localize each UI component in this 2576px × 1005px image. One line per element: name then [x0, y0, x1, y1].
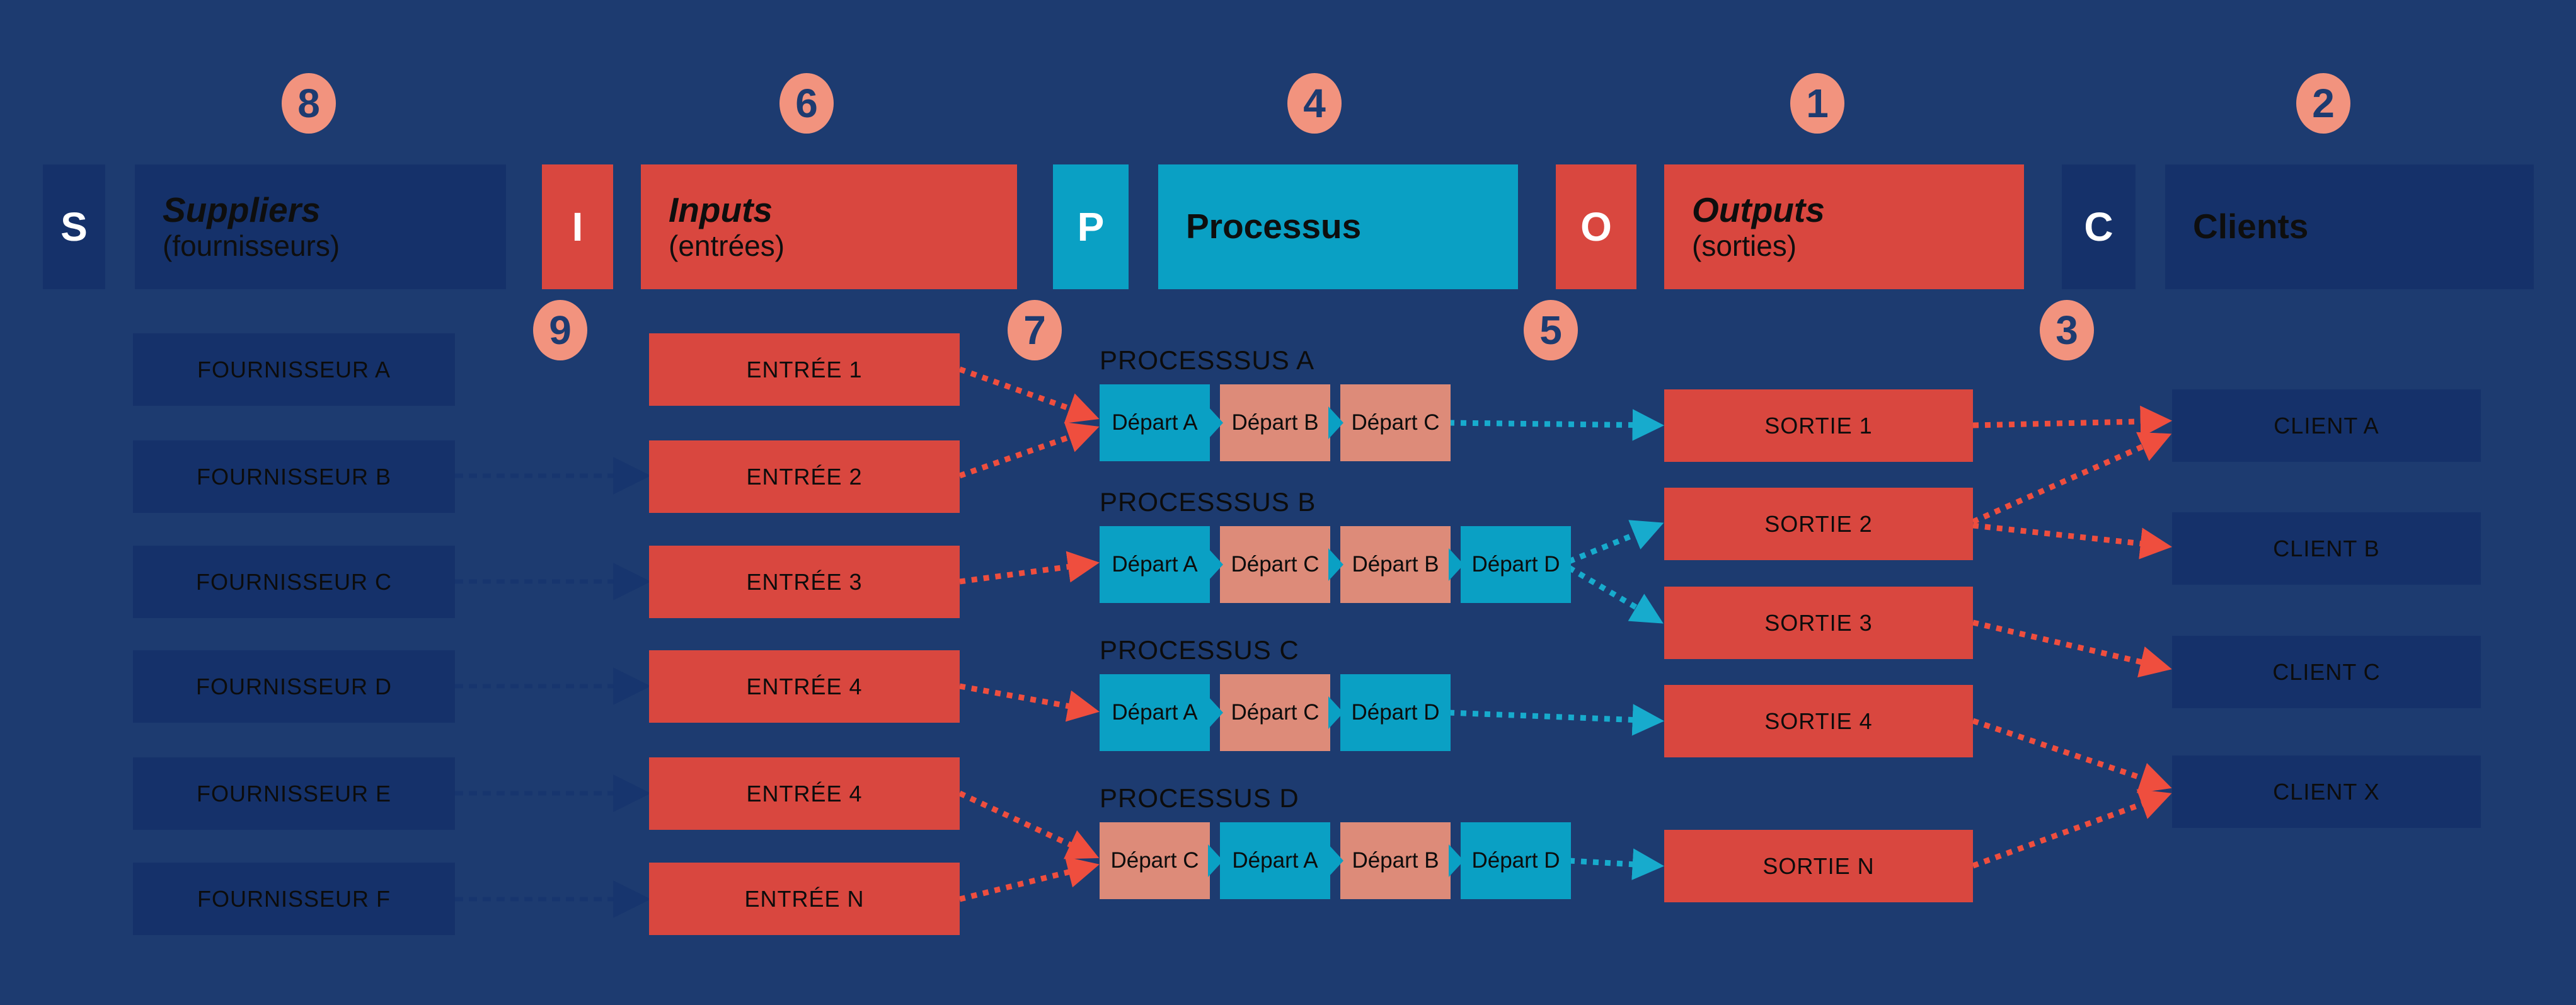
chevron-right-icon	[1208, 844, 1223, 877]
flow-arrow-sortie-2-to-client-a	[1972, 432, 2172, 525]
supplier-item: FOURNISSEUR E	[133, 757, 455, 830]
process-step: Départ B	[1340, 526, 1451, 603]
header-subtitle-inputs: (entrées)	[669, 229, 785, 263]
output-item: SORTIE 1	[1664, 389, 1973, 462]
process-step: Départ A	[1100, 674, 1210, 751]
flow-arrow-sortie-2-to-client-b	[1972, 522, 2173, 560]
entry-item: ENTRÉE 1	[649, 333, 960, 406]
step-circle-9: 9	[533, 300, 587, 360]
flow-arrow-sortie-1-to-client-a	[1972, 405, 2173, 438]
process-step: Départ B	[1220, 384, 1330, 461]
entry-item: ENTRÉE 4	[649, 757, 960, 830]
process-step: Départ D	[1340, 674, 1451, 751]
chevron-right-icon	[1208, 548, 1223, 581]
entry-item: ENTRÉE 2	[649, 440, 960, 513]
flow-arrow-sortie-3-to-client-c	[1972, 619, 2172, 678]
process-step: Départ C	[1340, 384, 1451, 461]
header-title-inputs: Inputs	[669, 190, 773, 230]
header-letter-i: I	[542, 164, 613, 289]
output-item: SORTIE 2	[1664, 488, 1973, 560]
client-item: CLIENT A	[2172, 389, 2481, 462]
step-circle-6: 6	[779, 73, 834, 134]
chevron-right-icon	[1208, 406, 1223, 439]
process-step: Départ A	[1100, 526, 1210, 603]
client-item: CLIENT B	[2172, 512, 2481, 585]
process-step: Départ D	[1461, 526, 1571, 603]
flow-arrow-entree-3-to-processus-b	[959, 551, 1100, 585]
header-column-clients: Clients	[2165, 164, 2534, 289]
chevron-right-icon	[1449, 548, 1464, 581]
chevron-right-icon	[1328, 696, 1343, 729]
entry-item: ENTRÉE 3	[649, 546, 960, 618]
header-column-outputs: Outputs(sorties)	[1664, 164, 2024, 289]
chevron-right-icon	[1449, 844, 1464, 877]
flow-arrow-processus-d-to-sortie-n	[1568, 848, 1665, 880]
header-column-processus: Processus	[1158, 164, 1518, 289]
process-step: Départ C	[1100, 822, 1210, 899]
flow-arrow-processus-b-to-sortie-2	[1568, 520, 1664, 565]
header-subtitle-suppliers: (fournisseurs)	[163, 229, 340, 263]
flow-arrow-entree-1-to-processus-a	[958, 366, 1100, 423]
supplier-item: FOURNISSEUR B	[133, 440, 455, 513]
output-item: SORTIE 4	[1664, 685, 1973, 757]
step-circle-2: 2	[2296, 73, 2350, 134]
client-item: CLIENT C	[2172, 636, 2481, 708]
output-item: SORTIE N	[1664, 830, 1973, 902]
header-title-suppliers: Suppliers	[163, 190, 321, 230]
supplier-item: FOURNISSEUR A	[133, 333, 455, 406]
chevron-right-icon	[1208, 696, 1223, 729]
step-circle-7: 7	[1008, 300, 1062, 360]
flow-arrow-sortie-4-to-client-x	[1972, 718, 2172, 793]
step-circle-4: 4	[1287, 73, 1342, 134]
header-letter-s: S	[43, 164, 105, 289]
entry-item: ENTRÉE N	[649, 863, 960, 935]
flow-arrow-processus-c-to-sortie-4	[1448, 704, 1665, 736]
chevron-right-icon	[1328, 406, 1343, 439]
flow-arrow-processus-a-to-sortie-1	[1448, 409, 1665, 441]
header-letter-o: O	[1556, 164, 1636, 289]
header-subtitle-outputs: (sorties)	[1692, 229, 1797, 263]
process-step: Départ B	[1340, 822, 1451, 899]
step-circle-8: 8	[282, 73, 336, 134]
header-column-suppliers: Suppliers(fournisseurs)	[135, 164, 506, 289]
flow-arrow-entree-4b-to-processus-d	[958, 790, 1100, 859]
output-item: SORTIE 3	[1664, 587, 1973, 659]
header-title-processus: Processus	[1186, 207, 1362, 246]
process-label-processus-d: PROCESSUS D	[1100, 783, 1299, 813]
flow-arrow-processus-b-to-sortie-3	[1567, 565, 1664, 624]
header-letter-p: P	[1053, 164, 1129, 289]
flow-arrow-sortie-n-to-client-x	[1972, 789, 2172, 869]
process-step: Départ D	[1461, 822, 1571, 899]
client-item: CLIENT X	[2172, 755, 2481, 828]
process-step: Départ C	[1220, 526, 1330, 603]
process-step: Départ C	[1220, 674, 1330, 751]
process-step: Départ A	[1220, 822, 1330, 899]
chevron-right-icon	[1328, 548, 1343, 581]
flow-arrow-entree-2-to-processus-a	[958, 422, 1100, 479]
process-label-processus-b: PROCESSSUS B	[1100, 487, 1316, 517]
entry-item: ENTRÉE 4	[649, 650, 960, 723]
process-label-processus-a: PROCESSSUS A	[1100, 345, 1315, 375]
header-column-inputs: Inputs(entrées)	[641, 164, 1017, 289]
flow-arrow-entree-4a-to-processus-c	[959, 683, 1100, 722]
process-label-processus-c: PROCESSUS C	[1100, 635, 1299, 665]
supplier-item: FOURNISSEUR F	[133, 863, 455, 935]
step-circle-5: 5	[1524, 300, 1578, 360]
header-title-outputs: Outputs	[1692, 190, 1825, 230]
chevron-right-icon	[1328, 844, 1343, 877]
supplier-item: FOURNISSEUR C	[133, 546, 455, 618]
header-title-clients: Clients	[2193, 207, 2309, 246]
process-step: Départ A	[1100, 384, 1210, 461]
step-circle-3: 3	[2040, 300, 2094, 360]
supplier-item: FOURNISSEUR D	[133, 650, 455, 723]
flow-arrow-entree-n-to-processus-d	[958, 856, 1100, 902]
step-circle-1: 1	[1790, 73, 1844, 134]
header-letter-c: C	[2062, 164, 2136, 289]
